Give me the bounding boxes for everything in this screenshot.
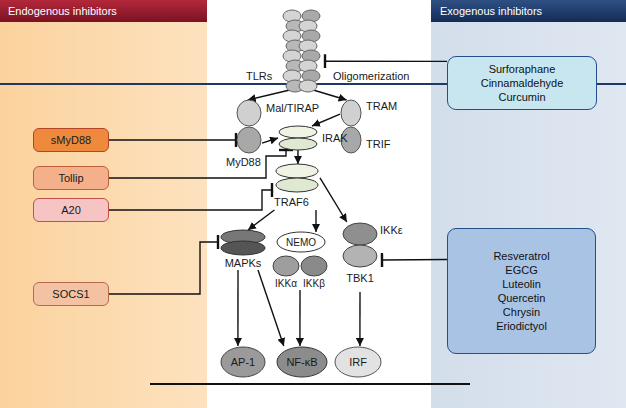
protein-subunit xyxy=(237,127,261,153)
protein-subunit xyxy=(221,347,265,377)
node-text: Quercetin xyxy=(498,291,546,305)
node-text: SOCS1 xyxy=(52,288,89,301)
node-text: IRAK xyxy=(322,132,348,145)
node-text: IKKβ xyxy=(297,277,331,290)
node-text: MyD88 xyxy=(226,156,261,169)
inhibition-line xyxy=(325,61,447,63)
node-text: sMyD88 xyxy=(51,134,91,147)
inhibition-line xyxy=(109,150,286,178)
transcription-factor: AP-1 xyxy=(220,346,266,378)
node-text: IKKα xyxy=(269,277,303,290)
inhibition-line xyxy=(109,242,218,294)
protein-subunit xyxy=(276,164,318,178)
activation-arrow xyxy=(359,292,360,346)
receptor: TLRs xyxy=(278,8,325,90)
process-label: Oligomerization xyxy=(332,70,410,83)
dna-line xyxy=(150,383,470,385)
node-text: EGCG xyxy=(505,263,537,277)
panel-header: Endogenous inhibitors xyxy=(0,0,207,22)
protein-subunit xyxy=(277,232,325,252)
node-text: TRAM xyxy=(366,100,397,113)
node-text: Tollip xyxy=(58,172,83,185)
kinase: IKKβ xyxy=(300,256,328,290)
inhibitor-box: sMyD88 xyxy=(33,128,109,152)
inhibition-line xyxy=(109,190,272,210)
transcription-factor: IRF xyxy=(334,346,382,378)
protein-subunit xyxy=(301,256,327,276)
inhibition-line xyxy=(109,139,236,140)
protein-subunit xyxy=(279,138,317,150)
protein-subunit xyxy=(341,100,361,126)
node-text: Mal/TIRAP xyxy=(266,102,319,115)
protein-subunit xyxy=(279,126,317,138)
protein-subunit xyxy=(276,178,318,192)
adaptor-protein: TRAMTRIF xyxy=(340,100,362,154)
inhibitor-box: SOCS1 xyxy=(33,282,109,306)
node-text: AP-1 xyxy=(231,356,255,369)
protein-subunit xyxy=(343,245,377,267)
activation-arrow xyxy=(248,90,290,100)
adaptor-protein: Mal/TIRAPMyD88 xyxy=(236,100,262,154)
protein-subunit xyxy=(299,80,317,92)
node-text: NEMO xyxy=(286,236,316,249)
endogenous-panel xyxy=(0,0,207,408)
node-text: A20 xyxy=(61,204,81,217)
kinase: MAPKs xyxy=(218,230,268,270)
inhibition-line xyxy=(382,259,447,261)
inhibitor-box: Tollip xyxy=(33,166,109,190)
node-text: Endogenous inhibitors xyxy=(8,5,117,18)
protein-subunit xyxy=(335,347,381,377)
node-text: NF-κB xyxy=(286,356,317,369)
node-text: Resveratrol xyxy=(493,249,549,263)
activation-arrow xyxy=(237,270,238,346)
protein-shape xyxy=(340,100,362,154)
node-text: IKKε xyxy=(380,224,403,237)
activation-arrow xyxy=(312,114,340,126)
kinase: NEMO xyxy=(276,232,326,252)
kinase: IKKα xyxy=(272,256,300,290)
activation-arrow xyxy=(248,210,274,230)
node-text: TRIF xyxy=(366,138,390,151)
kinase: IRAK xyxy=(278,126,318,150)
node-text: Surforaphane xyxy=(489,62,556,76)
protein-shape xyxy=(236,100,262,154)
activation-arrow xyxy=(262,138,278,143)
protein-shape xyxy=(278,8,325,90)
node-text: Curcumin xyxy=(498,90,545,104)
activation-arrow xyxy=(299,290,300,346)
activation-arrow xyxy=(297,150,298,164)
node-text: TLRs xyxy=(246,70,272,83)
inhibitor-box: ResveratrolEGCGLuteolinQuercetinChrysinE… xyxy=(447,228,596,354)
node-text: Luteolin xyxy=(502,277,541,291)
protein-subunit xyxy=(221,241,265,255)
kinase: IKKεTBK1 xyxy=(338,222,382,292)
panel-header: Exogenous inhibitors xyxy=(431,0,626,22)
node-text: Exogenous inhibitors xyxy=(440,5,542,18)
node-text: Cinnamaldehyde xyxy=(481,76,564,90)
activation-arrow xyxy=(315,210,316,232)
protein-subunit xyxy=(237,100,261,126)
protein-subunit xyxy=(277,347,327,377)
inhibitor-box: A20 xyxy=(33,198,109,222)
node-text: TRAF6 xyxy=(274,196,309,209)
node-text: MAPKs xyxy=(218,257,268,270)
inhibitor-box: SurforaphaneCinnamaldehydeCurcumin xyxy=(447,56,597,110)
node-text: Chrysin xyxy=(503,305,540,319)
exogenous-panel xyxy=(431,0,626,408)
node-text: IRF xyxy=(349,356,367,369)
activation-arrow xyxy=(313,90,346,100)
protein-shape xyxy=(278,126,318,150)
node-text: TBK1 xyxy=(338,272,382,285)
node-text: Eriodictyol xyxy=(496,319,547,333)
protein-subunit xyxy=(343,223,377,245)
protein-subunit xyxy=(273,256,299,276)
adaptor-protein: TRAF6 xyxy=(272,164,320,210)
activation-arrow xyxy=(320,178,347,222)
transcription-factor: NF-κB xyxy=(276,346,328,378)
